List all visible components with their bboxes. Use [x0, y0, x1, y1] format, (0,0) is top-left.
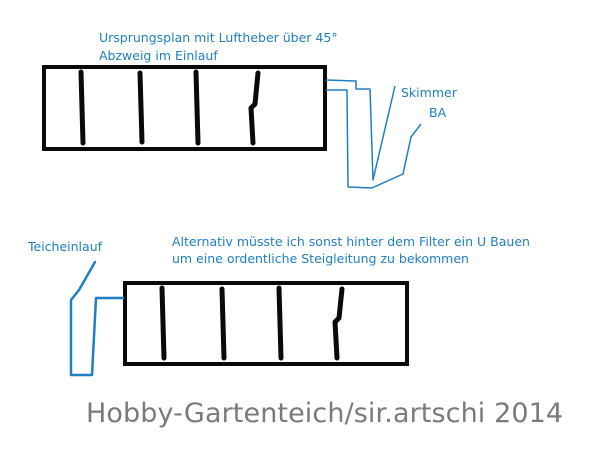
filter-chamber-outline	[42, 65, 327, 151]
skimmer-label: Skimmer	[401, 85, 457, 100]
chamber-divider	[159, 285, 167, 361]
ba-pipe	[326, 89, 422, 189]
original-plan-subtitle: Abzweig im Einlauf	[99, 48, 218, 63]
chamber-divider	[193, 69, 201, 146]
chamber-divider	[219, 286, 227, 361]
pond-inlet-label: Teicheinlauf	[28, 239, 103, 254]
chamber-divider	[78, 69, 86, 146]
alternative-note-line1: Alternativ müsste ich sonst hinter dem F…	[172, 234, 530, 249]
chamber-divider	[248, 70, 261, 146]
ba-label: BA	[429, 105, 447, 120]
airlift-pipe-original	[325, 79, 422, 189]
filter-box-original	[42, 65, 327, 151]
chamber-divider	[276, 285, 284, 361]
chamber-divider	[332, 286, 345, 361]
original-plan-title: Ursprungsplan mit Luftheber über 45°	[99, 30, 338, 45]
inlet-pipe	[69, 260, 125, 377]
skimmer-pipe	[325, 79, 396, 181]
watermark: Hobby-Gartenteich/sir.artschi 2014	[86, 398, 564, 429]
chamber-divider	[137, 70, 145, 145]
filter-chamber-outline	[123, 281, 409, 366]
alternative-note-line2: um eine ordentliche Steigleitung zu beko…	[172, 251, 469, 266]
filter-box-alternative	[123, 281, 409, 366]
